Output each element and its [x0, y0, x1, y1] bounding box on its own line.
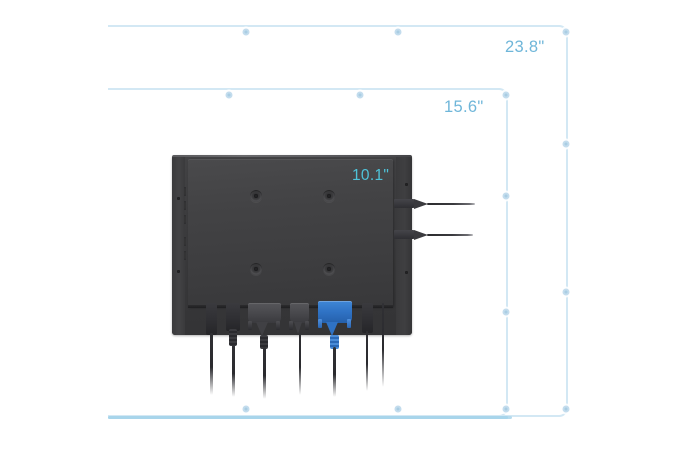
frame-vent-slot: [184, 201, 186, 210]
serial-cable: [299, 333, 301, 395]
audio-cable: [366, 331, 368, 391]
monitor-top-highlight: [172, 155, 412, 157]
dvi-cable-ferrite: [260, 335, 268, 349]
side-cable-cone: [414, 230, 428, 240]
monitor-left-frame: [172, 155, 185, 335]
side-cable-wire: [427, 233, 473, 236]
frame-mounting-hole: [177, 270, 180, 273]
power-cable: [210, 333, 213, 395]
power-connector: [206, 303, 217, 335]
serial-thumbscrew: [305, 321, 309, 330]
vesa-screw-hole: [250, 263, 262, 275]
serial-connector: [290, 303, 309, 323]
frame-vent-slot: [184, 251, 186, 260]
size-label-15-6: 15.6": [444, 98, 484, 116]
outline-marker-dot: [394, 28, 402, 36]
dvi-connector-taper: [256, 322, 268, 336]
vga-connector: [318, 301, 352, 323]
vesa-screw-hole: [323, 263, 335, 275]
vesa-screw-hole: [250, 190, 262, 202]
outline-marker-dot: [242, 28, 250, 36]
size-outline-15-6-baseline: [108, 415, 508, 419]
outline-marker-dot: [562, 405, 570, 413]
frame-mounting-hole: [177, 197, 180, 200]
dvi-cable: [263, 347, 266, 399]
outline-marker-dot: [356, 91, 364, 99]
serial-connector-taper: [294, 322, 302, 334]
outline-marker-dot: [394, 405, 402, 413]
outline-marker-dot: [225, 91, 233, 99]
dc-cable: [232, 345, 235, 397]
aux-cable: [382, 303, 384, 387]
outline-marker-dot: [562, 140, 570, 148]
side-cable-stub: [394, 199, 416, 208]
frame-mounting-hole: [405, 271, 408, 274]
monitor-right-frame: [396, 155, 412, 335]
monitor-rear-housing: [188, 159, 393, 307]
frame-vent-slot: [184, 237, 186, 246]
side-cable-wire: [427, 202, 475, 205]
dvi-thumbscrew: [276, 321, 280, 330]
outline-marker-dot: [562, 28, 570, 36]
dvi-connector: [248, 303, 281, 323]
outline-marker-dot: [502, 91, 510, 99]
frame-vent-slot: [184, 187, 186, 196]
outline-marker-dot: [502, 308, 510, 316]
size-label-10-1: 10.1": [352, 167, 390, 184]
dc-connector: [226, 303, 240, 331]
vga-thumbscrew: [318, 319, 322, 328]
industrial-monitor-rear: 10.1": [168, 153, 475, 399]
vga-thumbscrew: [347, 319, 351, 328]
vga-cable: [333, 347, 336, 397]
side-cable-stub: [394, 230, 416, 239]
dc-cable-ferrite: [229, 329, 237, 346]
size-label-23-8: 23.8": [505, 38, 545, 56]
side-cable-cone: [414, 199, 428, 209]
outline-marker-dot: [562, 288, 570, 296]
outline-marker-dot: [502, 405, 510, 413]
vesa-screw-hole: [323, 190, 335, 202]
dvi-thumbscrew: [248, 321, 252, 330]
frame-mounting-hole: [405, 183, 408, 186]
frame-vent-slot: [184, 215, 186, 224]
vga-connector-taper: [326, 322, 338, 336]
outline-marker-dot: [242, 405, 250, 413]
serial-thumbscrew: [289, 321, 293, 330]
audio-connector: [362, 303, 373, 333]
outline-marker-dot: [502, 192, 510, 200]
vga-cable-ferrite: [330, 335, 339, 349]
